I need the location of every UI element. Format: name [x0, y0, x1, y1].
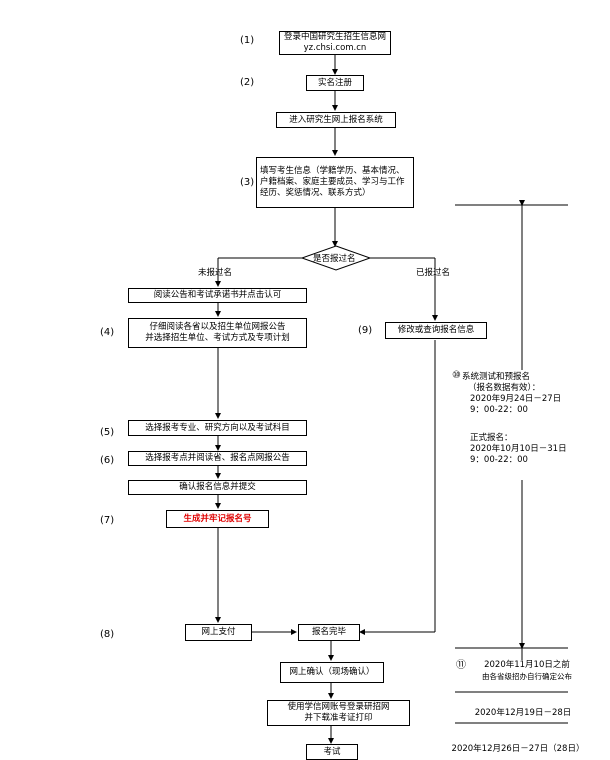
read-carefully-box: 仔细阅读各省以及招生单位网报公告 并选择招生单位、考试方式及专项计划: [128, 318, 307, 348]
formal-time: 9：00-22：00: [470, 455, 528, 465]
step-number-1: (1): [240, 35, 255, 46]
online-confirm-box: 网上确认（现场确认）: [280, 662, 384, 683]
print-ticket-line1: 使用学信网账号登录研招网: [287, 702, 390, 712]
pay-online-label: 网上支付: [201, 627, 236, 637]
select-site-box: 选择报考点并阅读省、报名点网报公告: [128, 451, 307, 466]
decision-label: 是否报过名: [313, 254, 356, 264]
not-registered-label: 未报过名: [198, 268, 233, 278]
register-box: 实名注册: [306, 75, 364, 91]
enter-system-label: 进入研究生网上报名系统: [289, 114, 383, 125]
step-number-4: (4): [100, 327, 115, 338]
read-carefully-line1: 仔细阅读各省以及招生单位网报公告: [149, 322, 286, 332]
registered-label: 已报过名: [416, 268, 451, 278]
login-box-line1: 登录中国研究生招生信息网: [283, 32, 386, 42]
fill-info-label: 填写考生信息（学籍学历、基本情况、户籍档案、家庭主要成员、学习与工作经历、奖惩情…: [260, 166, 405, 198]
print-date-note: 2020年12月19日－28日: [474, 708, 572, 718]
step-number-6: (6): [100, 455, 115, 466]
step-number-2: (2): [240, 77, 255, 88]
done-label: 报名完毕: [311, 627, 346, 637]
select-site-label: 选择报考点并阅读省、报名点网报公告: [145, 453, 290, 463]
formal-date: 2020年10月10日－31日: [470, 444, 567, 454]
login-box: 登录中国研究生招生信息网 yz.chsi.com.cn: [279, 31, 391, 55]
exam-label: 考试: [323, 746, 341, 757]
select-major-label: 选择报考专业、研究方向以及考试科目: [145, 422, 290, 433]
confirm-submit-box: 确认报名信息并提交: [128, 480, 307, 495]
print-ticket-box: 使用学信网账号登录研招网 并下载准考证打印: [267, 700, 410, 726]
step-number-5: (5): [100, 427, 115, 438]
generate-number-box: 生成并牢记报名号: [166, 510, 269, 528]
generate-number-label: 生成并牢记报名号: [183, 513, 252, 524]
step-number-3: (3): [240, 177, 255, 188]
pre-reg-time: 9：00-22：00: [470, 405, 528, 415]
pre-reg-sub: （报名数据有效）：: [468, 383, 541, 393]
pay-online-box: 网上支付: [185, 624, 252, 641]
exam-box: 考试: [306, 744, 358, 760]
read-notice-box: 阅读公告和考试承诺书并点击认可: [128, 288, 307, 303]
enter-system-box: 进入研究生网上报名系统: [276, 112, 396, 128]
login-box-line2: yz.chsi.com.cn: [303, 43, 367, 53]
confirm-date: 2020年11月10日之前: [484, 660, 570, 670]
pre-reg-title: 系统测试和预报名: [462, 372, 531, 382]
step-number-9: (9): [358, 325, 373, 336]
read-notice-label: 阅读公告和考试承诺书并点击认可: [153, 290, 282, 300]
pre-reg-date: 2020年9月24日－27日: [470, 394, 562, 404]
modify-info-box: 修改或查询报名信息: [385, 322, 487, 339]
read-carefully-line2: 并选择招生单位、考试方式及专项计划: [145, 333, 290, 343]
exam-date-note: 2020年12月26日－27日（28日）: [451, 744, 585, 754]
confirm-deadline-note: 2020年11月10日之前 由各省级招办自行确定公布: [462, 660, 592, 682]
confirm-note: 由各省级招办自行确定公布: [482, 672, 572, 681]
pre-registration-note: 系统测试和预报名 （报名数据有效）： 2020年9月24日－27日 9：00-2…: [462, 372, 584, 416]
register-box-label: 实名注册: [317, 77, 352, 88]
done-box: 报名完毕: [298, 624, 360, 641]
formal-title: 正式报名：: [470, 433, 513, 443]
fill-info-box: 填写考生信息（学籍学历、基本情况、户籍档案、家庭主要成员、学习与工作经历、奖惩情…: [256, 157, 414, 208]
step-number-7: (7): [100, 515, 115, 526]
confirm-submit-label: 确认报名信息并提交: [179, 482, 256, 492]
online-confirm-label: 网上确认（现场确认）: [289, 667, 375, 677]
modify-info-label: 修改或查询报名信息: [397, 325, 475, 335]
formal-registration-note: 正式报名： 2020年10月10日－31日 9：00-22：00: [470, 433, 590, 466]
select-major-box: 选择报考专业、研究方向以及考试科目: [128, 420, 307, 436]
step-number-10: ⑩: [452, 370, 461, 381]
print-ticket-line2: 并下载准考证打印: [304, 713, 373, 723]
step-number-11: ⑪: [456, 660, 466, 671]
step-number-8: (8): [100, 629, 115, 640]
